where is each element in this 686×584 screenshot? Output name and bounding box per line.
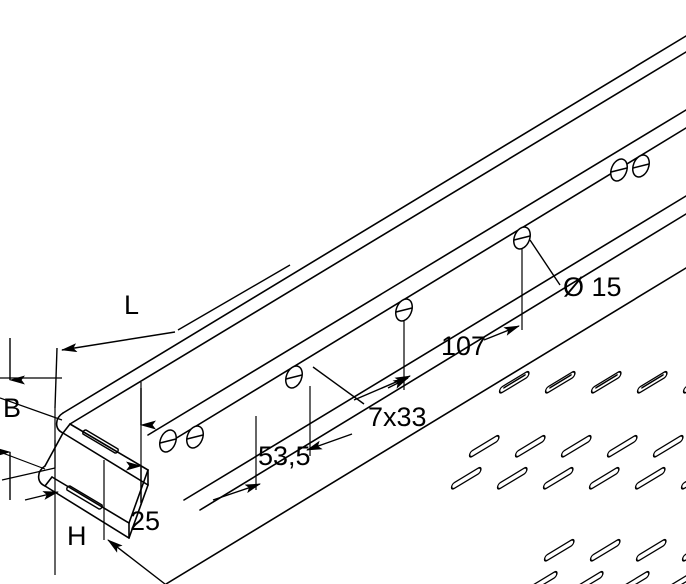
end-far-wall-inner <box>69 423 149 471</box>
near-wall-top-edge <box>199 213 686 511</box>
end-near-wall-inner <box>51 476 130 524</box>
H-arrow-upper <box>1 467 56 481</box>
dimension-label-height: H <box>67 521 87 551</box>
end-near-wall <box>44 485 130 539</box>
dimension-label-hole-pitch: 107 <box>441 331 487 361</box>
dimension-label-slot-size: 7x33 <box>368 402 427 432</box>
tray-body <box>37 35 686 584</box>
dimension-H <box>1 408 166 584</box>
perforation-row-far-lower <box>450 465 686 491</box>
L-line-right-seg <box>177 264 291 331</box>
leader-7x33 <box>312 366 365 405</box>
dimension-label-hole-diameter: Ø 15 <box>563 272 622 302</box>
B-extension-lower-edge <box>0 451 46 470</box>
perforation-row-far-upper <box>468 433 684 459</box>
leader-d15-line <box>529 239 561 286</box>
dim107-arrow-left2 <box>353 375 411 401</box>
end-face-right-long <box>128 484 149 539</box>
leader-7x33-line <box>312 366 365 405</box>
end-face-right-inner <box>128 469 149 524</box>
dim535-arrow-left <box>212 483 261 501</box>
end-far-wall <box>62 432 149 486</box>
leader-diameter-15 <box>529 239 561 286</box>
end-face-left-long <box>44 432 64 467</box>
dimension-label-length: L <box>124 290 140 320</box>
perforation-row-top <box>498 369 686 395</box>
perforation-row-near-lower <box>526 569 686 584</box>
far-wall-lower-edge <box>147 109 686 436</box>
dim535-arrow-right <box>306 433 353 451</box>
L-line-left-seg <box>61 331 176 353</box>
dimension-107 <box>353 248 523 401</box>
dim107-arrow-right <box>483 325 520 341</box>
perforation-row-near-upper <box>543 537 686 563</box>
H-arrow-lower <box>107 539 166 584</box>
dimension-53-5 <box>212 386 353 501</box>
top-far-edge <box>62 35 686 414</box>
B-extension-upper-edge <box>0 397 63 421</box>
end-face-slot-upper <box>82 429 119 454</box>
dimension-label-width: B <box>3 393 22 423</box>
far-flange-fold <box>69 51 686 425</box>
dimension-L <box>54 264 291 409</box>
H-arrow-upper2 <box>24 491 59 501</box>
dimension-label-slot-spacing: 53,5 <box>258 441 311 471</box>
floor-far-edge <box>164 127 686 446</box>
dimension-label-slot-row-pitch: 25 <box>130 506 161 536</box>
near-wall-bottom-edge <box>165 267 686 584</box>
dimension-B <box>0 338 63 500</box>
dim107-arrow-left <box>387 377 409 389</box>
end-face-slot-lower <box>66 485 103 510</box>
floor-near-edge <box>183 195 686 501</box>
